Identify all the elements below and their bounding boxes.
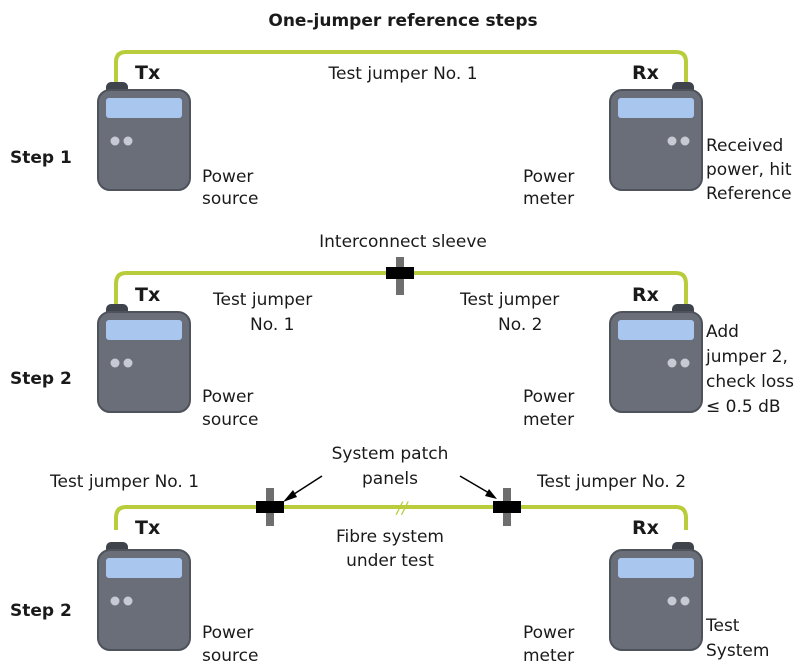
rx-label: Rx: [632, 62, 659, 84]
right-device-label-1: Power: [523, 387, 574, 407]
tx-label: Tx: [135, 62, 160, 84]
jumper2-label-2: No. 2: [498, 315, 542, 335]
tx-label: Tx: [135, 284, 160, 306]
tx-device-icon: [97, 303, 191, 413]
step-2-group: Interconnect sleeve Tx Rx Test jumper No…: [10, 232, 794, 430]
fibre-system-label-2: under test: [346, 551, 434, 571]
patch-panel-icon: [256, 488, 284, 526]
left-device-label-1: Power: [202, 167, 253, 187]
tx-label: Tx: [135, 517, 160, 539]
fibre-system-label-1: Fibre system: [336, 527, 444, 547]
step-label: Step 1: [10, 148, 72, 168]
step-1-group: Tx Rx Test jumper No. 1 Step 1 Power sou…: [10, 50, 792, 209]
step-3-group: System patch panels Test jumper No. 1 Te…: [10, 444, 769, 666]
left-device-label-1: Power: [202, 623, 253, 643]
left-device-label-2: source: [202, 410, 258, 430]
panels-label-1: System patch: [332, 444, 449, 464]
left-device-label-1: Power: [202, 387, 253, 407]
rx-device-icon: [609, 541, 703, 651]
fibre-break-mark: //: [395, 498, 409, 517]
step-label: Step 2: [10, 369, 72, 389]
diagram-title: One-jumper reference steps: [268, 11, 537, 31]
fibre-jumper-1: [114, 50, 688, 86]
tx-device-icon: [97, 81, 191, 191]
right-device-label-2: meter: [523, 189, 574, 209]
note-line-2: jumper 2,: [705, 347, 788, 367]
tx-device-icon: [97, 541, 191, 651]
arrow-icon: [459, 475, 497, 499]
fibre-jumper-2: [520, 505, 688, 530]
note-line-3: Reference: [706, 184, 792, 204]
sleeve-label: Interconnect sleeve: [319, 232, 487, 252]
panels-label-2: panels: [362, 469, 418, 489]
left-device-label-2: source: [202, 189, 258, 209]
right-device-label-1: Power: [523, 167, 574, 187]
rx-label: Rx: [632, 284, 659, 306]
jumper2-label: Test jumper No. 2: [536, 472, 686, 492]
rx-label: Rx: [632, 517, 659, 539]
jumper1-label-1: Test jumper: [212, 290, 312, 310]
jumper1-label-2: No. 1: [250, 315, 294, 335]
right-device-label-2: meter: [523, 646, 574, 666]
patch-panel-icon: [493, 488, 521, 526]
step-label: Step 2: [10, 601, 72, 621]
right-device-label-1: Power: [523, 623, 574, 643]
jumper2-label-1: Test jumper: [459, 290, 559, 310]
fibre-jumper-1: [114, 505, 258, 530]
note-line-2: power, hit: [706, 160, 792, 180]
arrow-icon: [283, 475, 323, 502]
rx-device-icon: [609, 303, 703, 413]
note-line-2: System: [706, 641, 769, 661]
right-device-label-2: meter: [523, 410, 574, 430]
note-line-1: Test: [705, 616, 740, 636]
note-line-4: ≤ 0.5 dB: [706, 397, 781, 417]
note-line-1: Add: [706, 322, 739, 342]
jumper-label: Test jumper No. 1: [327, 64, 477, 84]
left-device-label-2: source: [202, 646, 258, 666]
interconnect-sleeve-icon: [386, 257, 414, 295]
jumper1-label: Test jumper No. 1: [49, 472, 199, 492]
note-line-3: check loss: [706, 372, 794, 392]
note-line-1: Received: [706, 136, 783, 156]
rx-device-icon: [609, 81, 703, 191]
